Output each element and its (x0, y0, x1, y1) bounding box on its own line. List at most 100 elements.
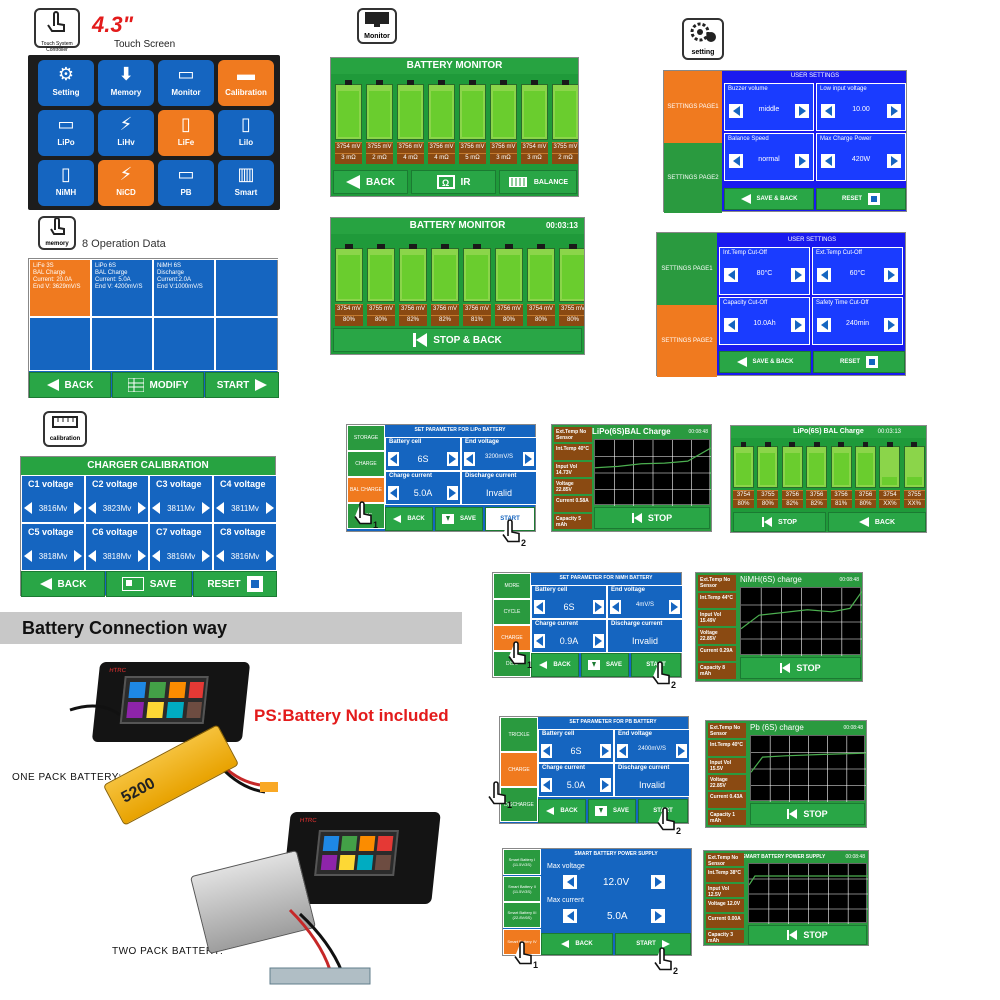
battery-cell-increase[interactable] (447, 452, 458, 466)
calibration-decrease[interactable] (24, 502, 32, 516)
charge-current-increase[interactable] (593, 634, 604, 648)
max-voltage-decrease[interactable] (563, 875, 577, 889)
menu-tile-lihv[interactable]: ⚡LiHv (98, 110, 154, 156)
battery-cell-increase[interactable] (593, 600, 604, 614)
setting-decrease[interactable] (729, 154, 743, 168)
calibration-increase[interactable] (74, 502, 82, 516)
modify-button[interactable]: MODIFY (112, 372, 204, 398)
calibration-increase[interactable] (138, 502, 146, 516)
menu-tile-setting[interactable]: ⚙Setting (38, 60, 94, 106)
setting-increase[interactable] (887, 154, 901, 168)
back-button[interactable]: BACK (828, 512, 926, 532)
stop-button[interactable]: STOP (740, 657, 861, 679)
calibration-decrease[interactable] (152, 502, 160, 516)
reset-button[interactable]: RESET (813, 351, 905, 373)
calibration-increase[interactable] (138, 550, 146, 564)
setting-decrease[interactable] (724, 268, 738, 282)
smart-battery-tab[interactable]: Smart Battery I (11.5V/3S) (503, 849, 541, 875)
menu-tile-lilo[interactable]: ▯Lilo (218, 110, 274, 156)
back-button[interactable]: BACK (21, 571, 105, 597)
menu-tile-calibration[interactable]: ▬Calibration (218, 60, 274, 106)
mode-tab[interactable]: CYCLE (493, 599, 531, 625)
calibration-increase[interactable] (266, 502, 274, 516)
menu-tile-nimh[interactable]: ▯NiMH (38, 160, 94, 206)
setting-decrease[interactable] (821, 154, 835, 168)
save-button[interactable]: SAVE (106, 571, 192, 597)
start-button[interactable]: START (615, 933, 691, 955)
save-back-button[interactable]: SAVE & BACK (719, 351, 811, 373)
reset-button[interactable]: RESET (816, 188, 906, 210)
menu-tile-smart[interactable]: ▥Smart (218, 160, 274, 206)
setting-decrease[interactable] (724, 318, 738, 332)
save-back-button[interactable]: SAVE & BACK (724, 188, 814, 210)
menu-tile-memory[interactable]: ⬇Memory (98, 60, 154, 106)
calibration-decrease[interactable] (24, 550, 32, 564)
calibration-increase[interactable] (202, 550, 210, 564)
menu-tile-lipo[interactable]: ▭LiPo (38, 110, 94, 156)
end-voltage-increase[interactable] (669, 600, 680, 614)
save-button[interactable]: SAVE (435, 507, 483, 531)
balance-button[interactable]: BALANCE (499, 170, 577, 194)
menu-tile-nicd[interactable]: ⚡NiCD (98, 160, 154, 206)
settings-page1-tab[interactable]: SETTINGS PAGE1 (664, 71, 722, 143)
back-button[interactable]: BACK (531, 653, 579, 677)
start-button[interactable]: START (205, 372, 279, 398)
battery-cell-decrease[interactable] (541, 744, 552, 758)
charge-current-decrease[interactable] (388, 486, 399, 500)
stop-button[interactable]: STOP (750, 803, 865, 825)
calibration-decrease[interactable] (88, 550, 96, 564)
mode-tab[interactable]: STORAGE (347, 425, 385, 451)
mode-tab[interactable]: BAL CHARGE (347, 477, 385, 503)
smart-battery-tab[interactable]: Smart Battery II (11.5V/3S) (503, 875, 541, 902)
setting-decrease[interactable] (817, 318, 831, 332)
charge-current-increase[interactable] (600, 778, 611, 792)
setting-increase[interactable] (791, 268, 805, 282)
setting-decrease[interactable] (821, 104, 835, 118)
end-voltage-decrease[interactable] (617, 744, 628, 758)
memory-slot-4[interactable] (215, 259, 279, 317)
settings-page2-tab[interactable]: SETTINGS PAGE2 (664, 143, 722, 213)
mode-tab[interactable]: TRICKLE (500, 717, 538, 752)
calibration-decrease[interactable] (216, 502, 224, 516)
save-button[interactable]: SAVE (581, 653, 629, 677)
calibration-increase[interactable] (74, 550, 82, 564)
back-button[interactable]: BACK (541, 933, 613, 955)
setting-decrease[interactable] (817, 268, 831, 282)
menu-tile-life[interactable]: ▯LiFe (158, 110, 214, 156)
reset-button[interactable]: RESET (193, 571, 277, 597)
charge-current-decrease[interactable] (541, 778, 552, 792)
max-current-increase[interactable] (651, 909, 665, 923)
setting-increase[interactable] (884, 318, 898, 332)
battery-cell-decrease[interactable] (534, 600, 545, 614)
max-current-decrease[interactable] (563, 909, 577, 923)
battery-cell-increase[interactable] (600, 744, 611, 758)
end-voltage-decrease[interactable] (610, 600, 621, 614)
setting-decrease[interactable] (729, 104, 743, 118)
stop-button[interactable]: STOP (733, 512, 826, 532)
calibration-increase[interactable] (202, 502, 210, 516)
back-button[interactable]: BACK (333, 170, 408, 194)
mode-tab[interactable]: DISCHARGE (500, 787, 538, 822)
end-voltage-increase[interactable] (523, 452, 534, 466)
menu-tile-monitor[interactable]: ▭Monitor (158, 60, 214, 106)
charge-current-increase[interactable] (447, 486, 458, 500)
setting-increase[interactable] (884, 268, 898, 282)
memory-slot-7[interactable] (153, 317, 215, 371)
back-button[interactable]: BACK (385, 507, 433, 531)
setting-increase[interactable] (795, 104, 809, 118)
memory-slot-8[interactable] (215, 317, 279, 371)
calibration-decrease[interactable] (88, 502, 96, 516)
settings-page1-tab[interactable]: SETTINGS PAGE1 (657, 233, 717, 305)
setting-increase[interactable] (791, 318, 805, 332)
calibration-decrease[interactable] (216, 550, 224, 564)
calibration-increase[interactable] (266, 550, 274, 564)
mode-tab[interactable]: CHARGE (347, 451, 385, 477)
max-voltage-increase[interactable] (651, 875, 665, 889)
end-voltage-increase[interactable] (676, 744, 687, 758)
stop-button[interactable]: STOP (594, 507, 710, 529)
mode-tab[interactable]: MORE (493, 573, 531, 599)
setting-increase[interactable] (887, 104, 901, 118)
